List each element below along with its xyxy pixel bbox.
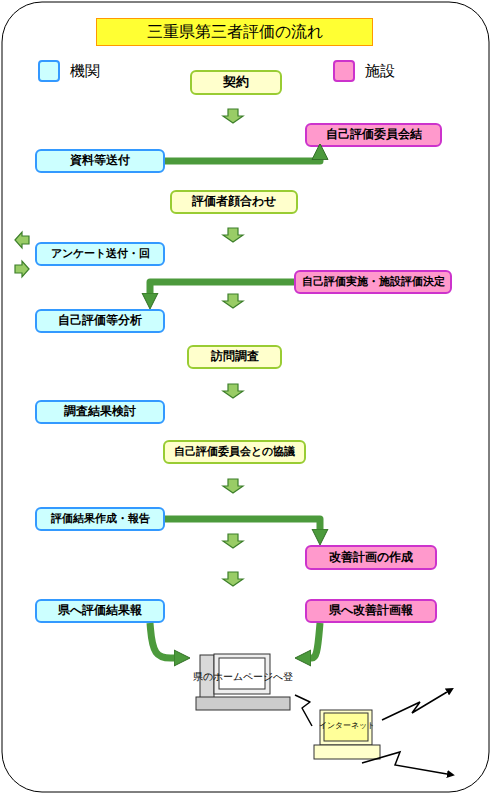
- step-label: 県のホームページへ登: [190, 672, 295, 682]
- flow-arrow: [311, 623, 320, 658]
- down-arrow: [223, 294, 243, 308]
- step-label: 自己評価委員会結: [326, 128, 422, 141]
- facility-step-box: 県へ改善計画報: [305, 599, 437, 623]
- step-label: 契約: [223, 75, 249, 89]
- step-label: アンケート送付・回: [51, 248, 150, 260]
- facility-step-box: 改善計画の作成: [305, 545, 437, 570]
- agency-step-box: アンケート送付・回: [35, 242, 165, 266]
- diagram-title: 三重県第三者評価の流れ: [96, 18, 373, 46]
- down-arrow: [223, 534, 243, 548]
- computer-illustration: [312, 708, 382, 763]
- flow-arrow: [150, 623, 174, 658]
- agency-step-box: 調査結果検討: [35, 400, 165, 424]
- agency-step-box: 資料等送付: [35, 149, 165, 173]
- computer-node: 県のホームページへ登: [190, 650, 295, 712]
- legend-swatch: [38, 60, 60, 82]
- agency-step-box: 県へ評価結果報: [35, 599, 165, 623]
- step-label: 自己評価実施・施設評価決定: [302, 276, 445, 288]
- down-arrow: [223, 109, 243, 123]
- flow-arrow: [165, 519, 320, 529]
- step-label: インターネット: [312, 722, 382, 731]
- facility-step-box: 自己評価委員会結: [305, 123, 442, 147]
- lightning-lines: [362, 692, 447, 774]
- facility-step-box: 自己評価実施・施設評価決定: [294, 270, 452, 294]
- down-arrow: [223, 572, 243, 586]
- legend-entry: 機関: [38, 60, 100, 82]
- step-label: 自己評価委員会との協議: [174, 446, 295, 458]
- flow-arrow: [150, 282, 294, 293]
- step-label: 自己評価等分析: [58, 314, 142, 327]
- step-label: 調査結果検討: [64, 405, 136, 418]
- step-label: 資料等送付: [70, 154, 130, 167]
- side-arrow: [15, 261, 29, 277]
- legend-label: 機関: [70, 62, 100, 81]
- step-label: 訪問調査: [211, 350, 259, 363]
- legend-label: 施設: [365, 62, 395, 81]
- joint-step-box: 訪問調査: [187, 345, 282, 369]
- computer-part: [196, 697, 290, 710]
- joint-step-box: 自己評価委員会との協議: [163, 440, 306, 464]
- step-label: 改善計画の作成: [329, 551, 413, 564]
- step-label: 県へ改善計画報: [329, 604, 413, 617]
- computer-node: インターネット: [312, 708, 382, 763]
- signal-line: [382, 692, 447, 720]
- side-arrow: [15, 232, 29, 248]
- down-arrow: [223, 228, 243, 242]
- computer-part: [314, 745, 380, 759]
- link-line: [295, 695, 312, 726]
- joint-step-box: 評価者顔合わせ: [170, 190, 298, 214]
- step-label: 評価者顔合わせ: [192, 195, 276, 208]
- agency-step-box: 自己評価等分析: [35, 309, 165, 333]
- flow-arrow: [165, 160, 320, 161]
- joint-step-box: 契約: [190, 70, 282, 95]
- agency-step-box: 評価結果作成・報告: [35, 507, 165, 531]
- down-arrow: [223, 384, 243, 398]
- step-label: 県へ評価結果報: [58, 604, 142, 617]
- legend-swatch: [333, 60, 355, 82]
- down-arrow: [223, 479, 243, 493]
- step-label: 評価結果作成・報告: [51, 513, 150, 525]
- legend-entry: 施設: [333, 60, 395, 82]
